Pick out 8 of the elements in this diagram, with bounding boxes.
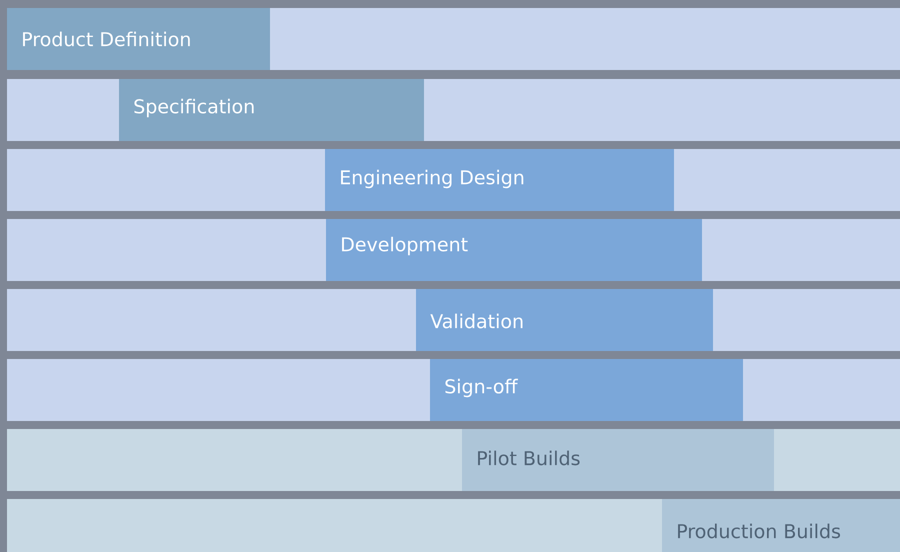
phase-bar: Pilot Builds (462, 429, 774, 491)
phase-bar: Development (326, 219, 702, 281)
phase-bar: Product Definition (7, 8, 270, 70)
phase-bar: Engineering Design (325, 149, 674, 211)
phase-bar: Production Builds (662, 499, 900, 552)
phase-bar: Specification (119, 79, 424, 141)
phase-bar: Validation (416, 289, 713, 351)
phase-bar: Sign-off (430, 359, 743, 421)
